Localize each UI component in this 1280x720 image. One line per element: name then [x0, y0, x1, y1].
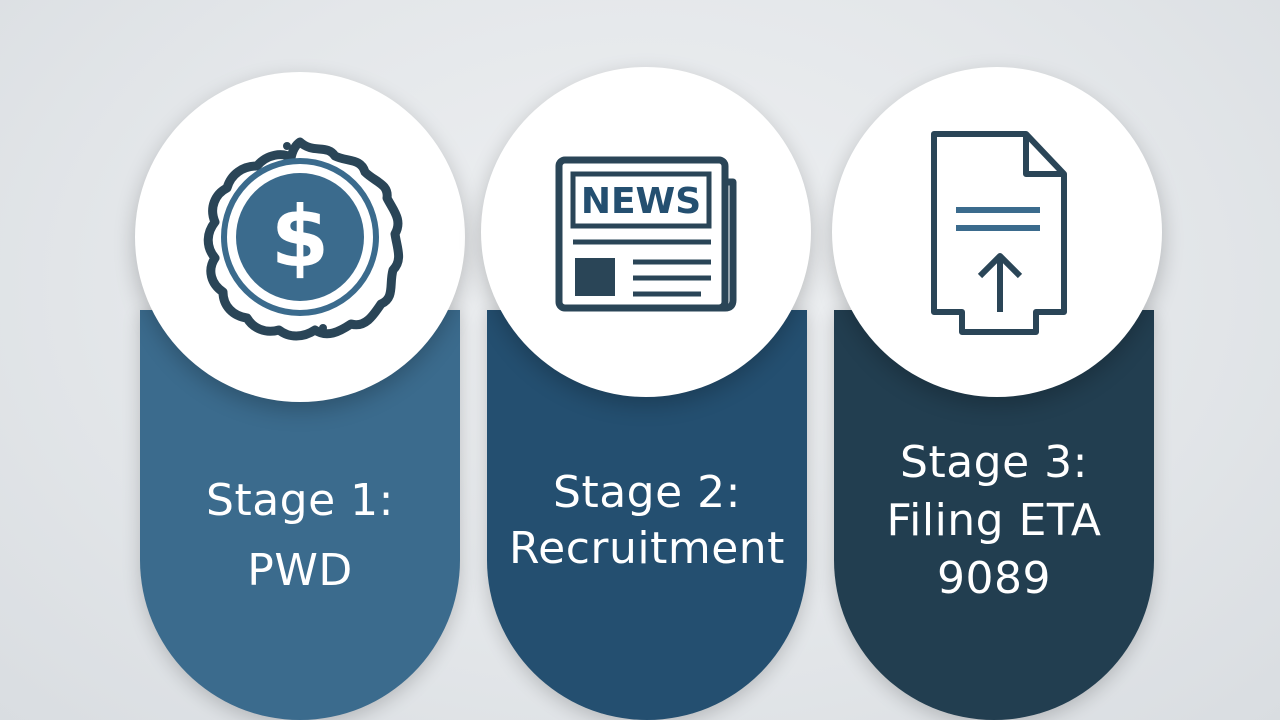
stage-3-title: Stage 3:: [900, 437, 1088, 488]
stage-1-title: Stage 1:: [206, 475, 394, 526]
stage-2-icon-circle: NEWS: [481, 67, 811, 397]
newspaper-headline: NEWS: [581, 181, 701, 222]
stage-1-label: Stage 1: PWD: [140, 473, 460, 599]
dollar-seal-icon: $: [203, 137, 404, 341]
stage-2-subtitle: Recruitment: [509, 523, 785, 574]
svg-text:$: $: [271, 188, 329, 286]
newspaper-icon: NEWS: [555, 156, 737, 312]
stage-3-subtitle-line2: 9089: [937, 553, 1051, 604]
stage-2-label: Stage 2: Recruitment: [487, 465, 807, 577]
stage-3-label: Stage 3: Filing ETA 9089: [834, 435, 1154, 607]
stage-3-icon-circle: [832, 67, 1162, 397]
stage-2-title: Stage 2:: [553, 467, 741, 518]
stage-3-subtitle-line1: Filing ETA: [886, 495, 1102, 546]
stage-1-subtitle: PWD: [247, 545, 353, 596]
stage-1-icon-circle: $: [135, 72, 465, 402]
document-upload-icon: [931, 131, 1067, 335]
